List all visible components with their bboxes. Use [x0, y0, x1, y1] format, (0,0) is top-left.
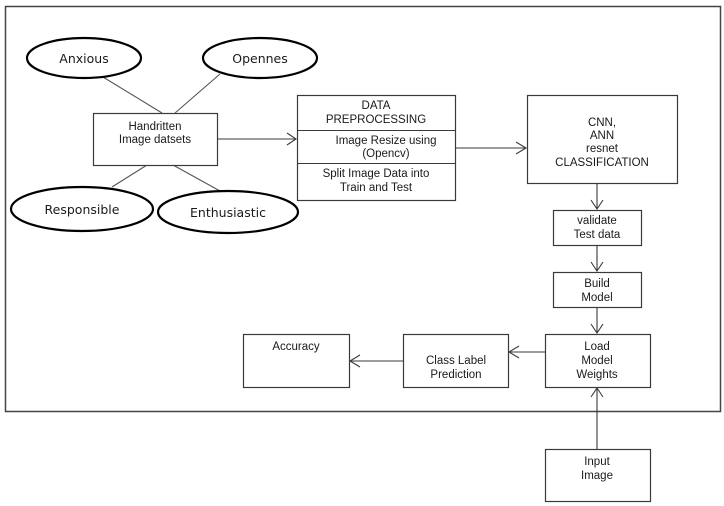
system-boundary-frame — [4, 5, 722, 413]
input-image-box: Input Image — [544, 448, 652, 503]
arrow-classification-to-validate — [590, 183, 604, 210]
validate-line1: validate — [577, 215, 617, 227]
dataset-label-line1: Handritten — [128, 121, 181, 133]
trait-anxious-label: Anxious — [59, 51, 108, 66]
load-weights-box: Load Model Weights — [544, 333, 652, 389]
trait-opennes: Opennes — [201, 36, 319, 80]
build-line2: Model — [581, 292, 612, 304]
arrow-input-to-load — [590, 387, 604, 449]
arrow-dataset-to-preprocessing — [217, 132, 297, 146]
arrow-build-to-load — [590, 307, 604, 334]
connector-dataset-responsible — [111, 164, 148, 188]
trait-opennes-label: Opennes — [232, 51, 288, 66]
classification-line1: CNN, — [588, 117, 616, 129]
build-model-box: Build Model — [552, 271, 643, 309]
arrow-load-to-class-label — [507, 345, 545, 359]
connector-opennes-dataset — [174, 73, 221, 114]
validate-box: validate Test data — [552, 209, 643, 247]
accuracy-label: Accuracy — [272, 341, 320, 353]
class-label-line1: Class Label — [426, 355, 486, 367]
classification-line2: ANN — [590, 130, 614, 142]
build-line1: Build — [584, 278, 610, 290]
arrow-preprocessing-to-classification — [455, 141, 528, 155]
preprocessing-step1-line2: (Opencv) — [362, 148, 409, 160]
preprocessing-step2-line2: Train and Test — [340, 182, 413, 194]
arrow-validate-to-build — [590, 245, 604, 272]
trait-responsible: Responsible — [9, 185, 155, 233]
preprocessing-step2-line1: Split Image Data into — [323, 168, 430, 180]
preprocessing-title-line1: DATA — [362, 100, 391, 112]
input-line1: Input — [584, 456, 610, 468]
accuracy-box: Accuracy — [242, 333, 351, 389]
preprocessing-title-line2: PREPROCESSING — [326, 114, 426, 126]
load-line2: Model — [581, 355, 612, 367]
preprocessing-step1-line1: Image Resize using — [336, 135, 437, 147]
connector-anxious-dataset — [102, 76, 163, 114]
validate-line2: Test data — [574, 229, 621, 241]
dataset-label-line2: Image datsets — [119, 134, 191, 146]
trait-responsible-label: Responsible — [45, 202, 120, 217]
trait-anxious: Anxious — [25, 36, 143, 80]
load-line3: Weights — [576, 369, 618, 381]
classification-line4: CLASSIFICATION — [555, 157, 649, 169]
preprocessing-box: DATA PREPROCESSING Image Resize using (O… — [296, 94, 457, 202]
trait-enthusiastic-label: Enthusiastic — [190, 205, 266, 220]
dataset-box: Handritten Image datsets — [92, 112, 219, 167]
classification-line3: resnet — [586, 143, 619, 155]
classification-box: CNN, ANN resnet CLASSIFICATION — [526, 94, 679, 185]
input-line2: Image — [581, 470, 613, 482]
load-line1: Load — [584, 341, 610, 353]
arrow-class-label-to-accuracy — [348, 354, 403, 368]
trait-enthusiastic: Enthusiastic — [156, 189, 300, 235]
class-label-prediction-box: Class Label Prediction — [402, 333, 510, 389]
class-label-line2: Prediction — [430, 369, 481, 381]
connector-dataset-enthusiastic — [172, 164, 221, 192]
